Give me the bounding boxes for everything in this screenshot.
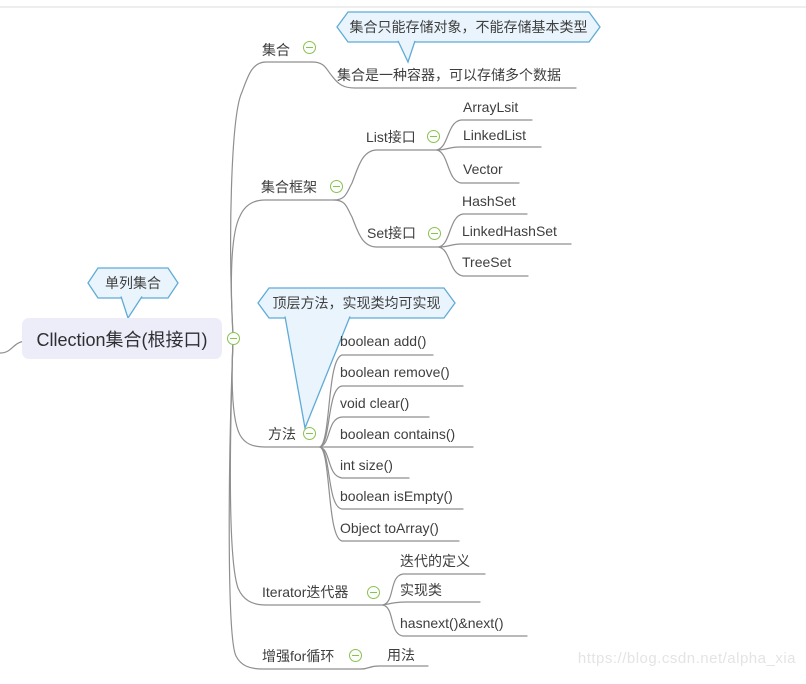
branch-iterator[interactable]: Iterator迭代器 — [262, 584, 349, 600]
callout-single-shape — [87, 267, 179, 299]
collapse-icon-root[interactable] — [227, 332, 240, 345]
leaf-method-clear[interactable]: void clear() — [340, 395, 410, 411]
leaf-method-size[interactable]: int size() — [340, 457, 393, 473]
collapse-icon-collection[interactable] — [303, 41, 316, 54]
collapse-icon-framework[interactable] — [330, 180, 343, 193]
callout-single-collection[interactable]: 单列集合 — [105, 275, 161, 291]
callout-top-methods-shape — [257, 287, 456, 319]
leaf-hashset[interactable]: HashSet — [462, 193, 516, 209]
leaf-usage[interactable]: 用法 — [387, 647, 415, 663]
branch-collection[interactable]: 集合 — [262, 42, 290, 58]
leaf-method-add[interactable]: boolean add() — [340, 333, 427, 349]
leaf-collection-desc[interactable]: 集合是一种容器，可以存储多个数据 — [337, 67, 561, 83]
node-list-interface[interactable]: List接口 — [366, 129, 416, 145]
callout-shapes — [87, 11, 601, 431]
branch-methods[interactable]: 方法 — [268, 426, 296, 442]
leaf-method-contains[interactable]: boolean contains() — [340, 426, 456, 442]
leaf-linkedhashset[interactable]: LinkedHashSet — [462, 223, 557, 239]
leaf-treeset[interactable]: TreeSet — [462, 254, 512, 270]
watermark-text: https://blog.csdn.net/alpha_xia — [577, 650, 796, 667]
leaf-arraylsit[interactable]: ArrayLsit — [463, 99, 519, 115]
node-set-interface[interactable]: Set接口 — [367, 225, 417, 241]
collapse-icon-set-interface[interactable] — [428, 227, 441, 240]
callout-storage-shape — [336, 11, 601, 43]
callout-single-tail — [120, 296, 143, 320]
collapse-icon-iterator[interactable] — [367, 586, 380, 599]
root-node[interactable]: Cllection集合(根接口) — [22, 318, 222, 359]
leaf-vector[interactable]: Vector — [463, 161, 503, 177]
collapse-icon-methods[interactable] — [303, 427, 316, 440]
leaf-hasnext-next[interactable]: hasnext()&next() — [400, 615, 504, 631]
callout-storage-tail — [397, 40, 416, 64]
leaf-method-toarray[interactable]: Object toArray() — [340, 520, 439, 536]
leaf-linkedlist[interactable]: LinkedList — [463, 127, 527, 143]
leaf-method-remove[interactable]: boolean remove() — [340, 364, 450, 380]
connector-lines — [0, 61, 577, 670]
branch-enhanced-for[interactable]: 增强for循环 — [262, 648, 335, 664]
collapse-icon-list-interface[interactable] — [427, 130, 440, 143]
callout-top-methods[interactable]: 顶层方法，实现类均可实现 — [272, 295, 441, 311]
branch-framework[interactable]: 集合框架 — [261, 179, 317, 195]
leaf-method-isempty[interactable]: boolean isEmpty() — [340, 488, 453, 504]
callout-storage-note[interactable]: 集合只能存储对象，不能存储基本类型 — [349, 19, 588, 35]
collapse-icon-enhanced-for[interactable] — [349, 649, 362, 662]
leaf-implementation-class[interactable]: 实现类 — [400, 582, 442, 598]
leaf-iteration-definition[interactable]: 迭代的定义 — [400, 553, 470, 569]
